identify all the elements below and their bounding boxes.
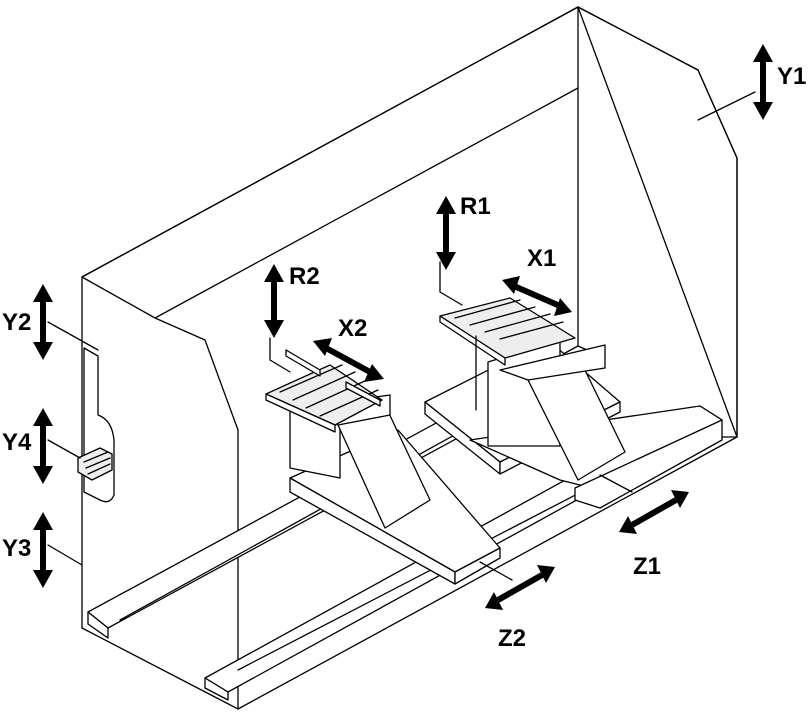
arrow-y2 <box>33 284 53 360</box>
leader-z2 <box>479 561 513 581</box>
leader-r2 <box>269 337 291 373</box>
label-y3: Y3 <box>2 535 31 562</box>
axis-arrows <box>33 44 773 610</box>
leader-y2 <box>47 321 99 351</box>
arrow-r2 <box>264 264 284 338</box>
label-z1: Z1 <box>633 553 661 580</box>
label-x2: X2 <box>338 315 367 342</box>
leader-z1 <box>599 474 633 493</box>
arrow-y1 <box>753 44 773 120</box>
label-r2: R2 <box>289 263 320 290</box>
arrow-y4 <box>33 408 53 484</box>
leader-r1 <box>439 261 463 306</box>
front-slide-assembly <box>265 349 501 585</box>
arrow-x2 <box>313 338 384 382</box>
arrow-z1 <box>619 490 689 534</box>
leader-lines <box>47 91 756 581</box>
arrow-x1 <box>502 276 572 316</box>
arrow-y3 <box>33 512 53 588</box>
side-tool-y4 <box>77 347 115 503</box>
label-y4: Y4 <box>2 429 32 456</box>
leader-y3 <box>47 544 83 566</box>
label-y2: Y2 <box>2 309 31 336</box>
machine-enclosure <box>81 6 738 710</box>
rear-slide-assembly <box>424 297 723 509</box>
arrow-z2 <box>485 565 555 610</box>
arrow-r1 <box>436 196 456 270</box>
label-r1: R1 <box>460 193 491 220</box>
label-z2: Z2 <box>498 625 526 652</box>
leader-y4 <box>47 439 81 459</box>
axis-labels: Y1 Y2 Y4 Y3 R1 R2 X1 X2 Z1 Z2 <box>2 63 806 652</box>
label-y1: Y1 <box>777 63 806 90</box>
label-x1: X1 <box>527 245 556 272</box>
leader-y1 <box>697 91 756 121</box>
